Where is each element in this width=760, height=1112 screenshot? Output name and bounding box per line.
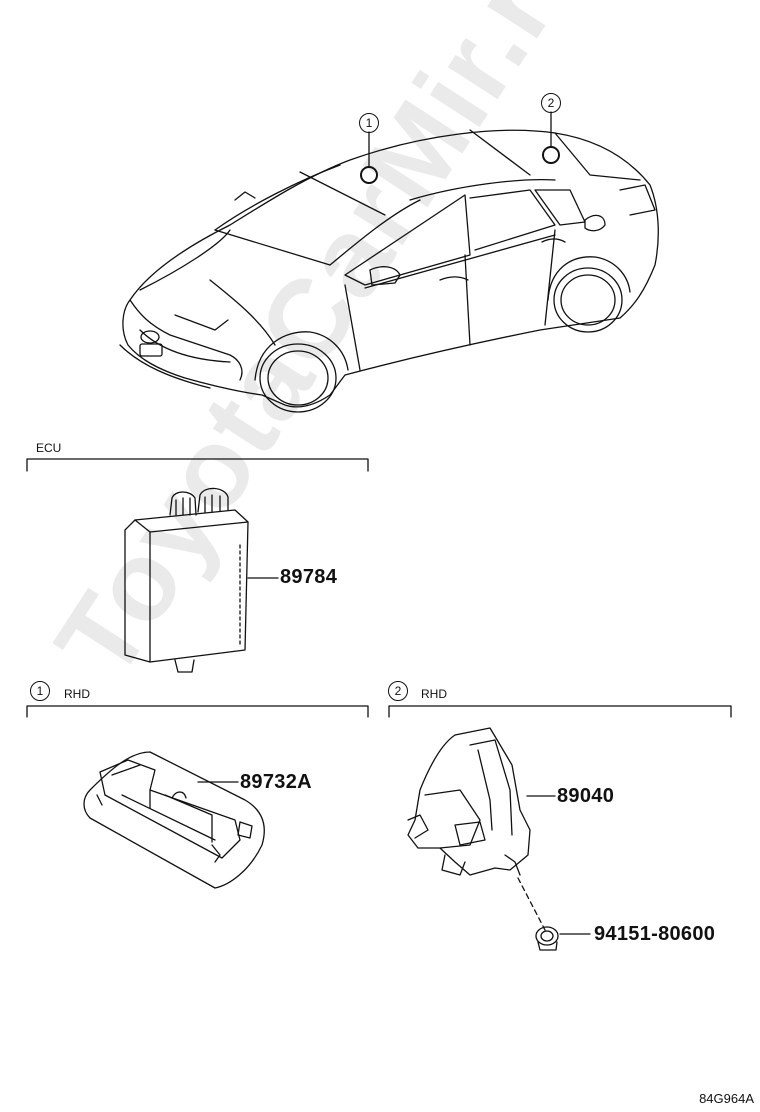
callout-1: 1 xyxy=(359,113,379,133)
clip-part-94151-80600 xyxy=(535,926,591,951)
section-ecu-title: ECU xyxy=(36,441,62,455)
vehicle-illustration xyxy=(119,111,659,413)
sensor-part-89040 xyxy=(407,727,556,931)
section-brackets xyxy=(26,458,732,718)
part-number-sensor-rhd-1[interactable]: 89732A xyxy=(240,771,312,793)
ecu-part-89784 xyxy=(124,487,279,673)
part-number-sensor-rhd-2[interactable]: 89040 xyxy=(557,785,615,807)
part-number-ecu[interactable]: 89784 xyxy=(280,566,338,588)
section-2-title: RHD xyxy=(421,687,447,701)
section-2-marker: 2 xyxy=(388,681,408,701)
illustration-code: 84G964A xyxy=(699,1091,754,1106)
section-1-marker: 1 xyxy=(30,681,50,701)
sensor-part-89732a xyxy=(83,751,265,889)
callout-2: 2 xyxy=(541,93,561,113)
part-number-clip[interactable]: 94151-80600 xyxy=(594,923,716,945)
section-1-title: RHD xyxy=(64,687,90,701)
